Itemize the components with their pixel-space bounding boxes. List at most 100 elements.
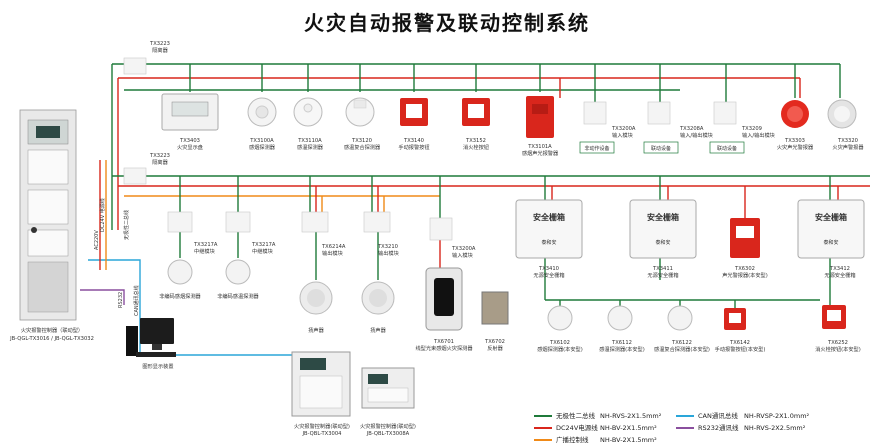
svg-text:泰和安: 泰和安 xyxy=(541,239,556,246)
bottom-panel-1: 火灾报警控制器(联动型) JB-QBL-TX3004 xyxy=(291,351,351,437)
svg-text:TX3110A: TX3110A xyxy=(297,138,322,144)
svg-text:TX3217A: TX3217A xyxy=(251,242,276,248)
mid-drops-red xyxy=(315,186,839,218)
wiring xyxy=(80,63,870,356)
svg-text:联动设备: 联动设备 xyxy=(717,145,737,152)
mid-module-4: TX3210 输出模块 xyxy=(363,211,400,257)
svg-text:感烟探测器(本安型): 感烟探测器(本安型) xyxy=(537,345,583,353)
svg-text:无源安全栅箱: 无源安全栅箱 xyxy=(533,271,564,279)
svg-text:JB-QBL-TX3008A: JB-QBL-TX3008A xyxy=(366,431,410,437)
svg-text:TX3101A: TX3101A xyxy=(527,144,552,150)
svg-text:TX6142: TX6142 xyxy=(729,340,750,346)
main-panel: 火灾报警控制器（联动型） JB-QGL-TX3016 / JB-QGL-TX30… xyxy=(9,109,94,342)
svg-text:TX3200A: TX3200A xyxy=(611,126,636,132)
svg-text:TX3223: TX3223 xyxy=(149,41,170,47)
rs232-line xyxy=(80,289,125,305)
mid-drops-orange xyxy=(321,196,385,212)
svg-text:NH-RVS-2X2.5mm²: NH-RVS-2X2.5mm² xyxy=(744,424,806,432)
bus-label: 无极性二总线 xyxy=(123,210,130,240)
can-bus xyxy=(88,259,296,356)
svg-text:TX6122: TX6122 xyxy=(671,340,692,346)
svg-text:TX3320: TX3320 xyxy=(837,138,858,144)
svg-text:手动报警按钮: 手动报警按钮 xyxy=(398,143,429,151)
svg-text:感温探测器(本安型): 感温探测器(本安型) xyxy=(599,345,645,353)
svg-text:火灾显示盘: 火灾显示盘 xyxy=(177,143,203,151)
svg-text:TX3303: TX3303 xyxy=(784,138,805,144)
ex-heat-detector: TX6112 感温探测器(本安型) xyxy=(599,305,645,353)
svg-text:TX3411: TX3411 xyxy=(652,266,673,272)
svg-text:DC24V电源线: DC24V电源线 xyxy=(556,423,598,432)
svg-text:隔离器: 隔离器 xyxy=(152,158,168,166)
svg-text:非编码感温探测器: 非编码感温探测器 xyxy=(217,292,259,300)
repeater-mid: TX3223 隔离器 xyxy=(123,153,170,185)
dc24-label: DC24V 电源线 xyxy=(99,198,106,232)
device-manual-call-point: TX3140 手动报警按钮 xyxy=(398,98,430,151)
bottom-panel-2: 火灾报警控制器(联动型) JB-QBL-TX3008A xyxy=(360,367,416,437)
svg-text:TX3200A: TX3200A xyxy=(451,246,476,252)
pc-label: 图形显示装置 xyxy=(142,362,173,370)
svg-text:TX3208A: TX3208A xyxy=(679,126,704,132)
svg-text:安全栅箱: 安全栅箱 xyxy=(815,212,847,222)
svg-text:无源安全栅箱: 无源安全栅箱 xyxy=(647,271,678,279)
top-drops-green xyxy=(189,64,841,102)
device-sounder: TX3320 火灾声警报器 xyxy=(827,99,864,151)
ac220-label: AC220V xyxy=(94,230,100,250)
device-input-module: TX3200A 输入模块 xyxy=(583,101,636,139)
svg-text:TX3152: TX3152 xyxy=(465,138,486,144)
ex-bus xyxy=(544,258,820,310)
svg-text:火灾声光警报器: 火灾声光警报器 xyxy=(777,143,814,151)
device-smoke-sounder: TX3101A 感烟声光报警器 xyxy=(522,96,559,157)
ex-strobe-alarm: TX6302 声光警报器(本安型) xyxy=(722,218,768,279)
ex-combo-detector: TX6122 感温复合探测器(本安型) xyxy=(654,305,710,353)
svg-text:中继模块: 中继模块 xyxy=(252,247,274,255)
svg-text:扬声器: 扬声器 xyxy=(370,326,386,334)
device-fire-display-panel: TX3403 火灾显示盘 xyxy=(161,93,219,151)
device-heat-detector: TX3110A 感温探测器 xyxy=(293,97,324,151)
svg-text:火灾声警报器: 火灾声警报器 xyxy=(832,143,864,151)
svg-text:NH-BV-2X1.5mm²: NH-BV-2X1.5mm² xyxy=(600,436,657,444)
svg-text:感温复合探测器(本安型): 感温复合探测器(本安型) xyxy=(654,345,710,353)
svg-text:扬声器: 扬声器 xyxy=(308,326,324,334)
svg-text:RS232通讯线: RS232通讯线 xyxy=(698,423,739,432)
device-combo-detector: TX3120 感温复合探测器 xyxy=(344,97,381,151)
mid-module-5: TX3200A 输入模块 xyxy=(429,217,476,259)
svg-text:TX3410: TX3410 xyxy=(538,266,559,272)
speaker-1: 扬声器 xyxy=(299,281,333,334)
svg-text:无极性二总线: 无极性二总线 xyxy=(556,411,596,420)
beam-detector: TX6701 线型光束感烟火灾探测器 xyxy=(415,267,473,352)
svg-text:NH-RVSP-2X1.0mm²: NH-RVSP-2X1.0mm² xyxy=(744,412,810,420)
svg-text:输入模块: 输入模块 xyxy=(612,131,634,139)
safety-box-2: 安全栅箱 泰和安 TX3411 无源安全栅箱 xyxy=(629,199,697,279)
svg-text:TX3217A: TX3217A xyxy=(193,242,218,248)
svg-text:TX3120: TX3120 xyxy=(351,138,372,144)
ex-smoke-detector: TX6102 感烟探测器(本安型) xyxy=(537,305,583,353)
main-panel-model: JB-QGL-TX3016 / JB-QGL-TX3032 xyxy=(9,336,94,342)
mid-module-1: TX3217A 中继模块 xyxy=(167,211,218,255)
svg-text:泰和安: 泰和安 xyxy=(655,239,670,246)
svg-text:感烟探测器: 感烟探测器 xyxy=(249,143,276,151)
svg-text:JB-QBL-TX3004: JB-QBL-TX3004 xyxy=(302,431,343,437)
ex-hydrant-button: TX6252 消火栓按钮(本安型) xyxy=(815,305,861,353)
svg-text:输入/输出模块: 输入/输出模块 xyxy=(680,131,714,139)
svg-text:消火栓按钮(本安型): 消火栓按钮(本安型) xyxy=(815,345,861,353)
svg-text:TX3412: TX3412 xyxy=(829,266,850,272)
svg-text:TX6102: TX6102 xyxy=(549,340,570,346)
mid-drops-green xyxy=(179,176,831,220)
legend: 无极性二总线 NH-RVS-2X1.5mm² DC24V电源线 NH-BV-2X… xyxy=(534,411,810,444)
ex-manual-call-point: TX6142 手动报警按钮(本安型) xyxy=(715,308,765,353)
svg-text:输入模块: 输入模块 xyxy=(452,251,474,259)
svg-text:TX6214A: TX6214A xyxy=(321,244,346,250)
graphic-display-pc: 图形显示装置 xyxy=(126,318,176,370)
conventional-heat-detector: 非编码感温探测器 xyxy=(217,259,260,300)
linkage-tags: 非动作设备 联动设备 联动设备 xyxy=(579,141,745,154)
svg-text:TX3403: TX3403 xyxy=(179,138,200,144)
safety-outputs xyxy=(659,258,831,305)
svg-text:输出模块: 输出模块 xyxy=(378,249,400,257)
svg-text:NH-BV-2X1.5mm²: NH-BV-2X1.5mm² xyxy=(600,424,657,432)
svg-text:声光警报器(本安型): 声光警报器(本安型) xyxy=(722,271,768,279)
svg-text:TX6252: TX6252 xyxy=(827,340,848,346)
svg-text:NH-RVS-2X1.5mm²: NH-RVS-2X1.5mm² xyxy=(600,412,662,420)
mid-module-3: TX6214A 输出模块 xyxy=(301,211,346,257)
svg-text:TX3210: TX3210 xyxy=(377,244,398,250)
